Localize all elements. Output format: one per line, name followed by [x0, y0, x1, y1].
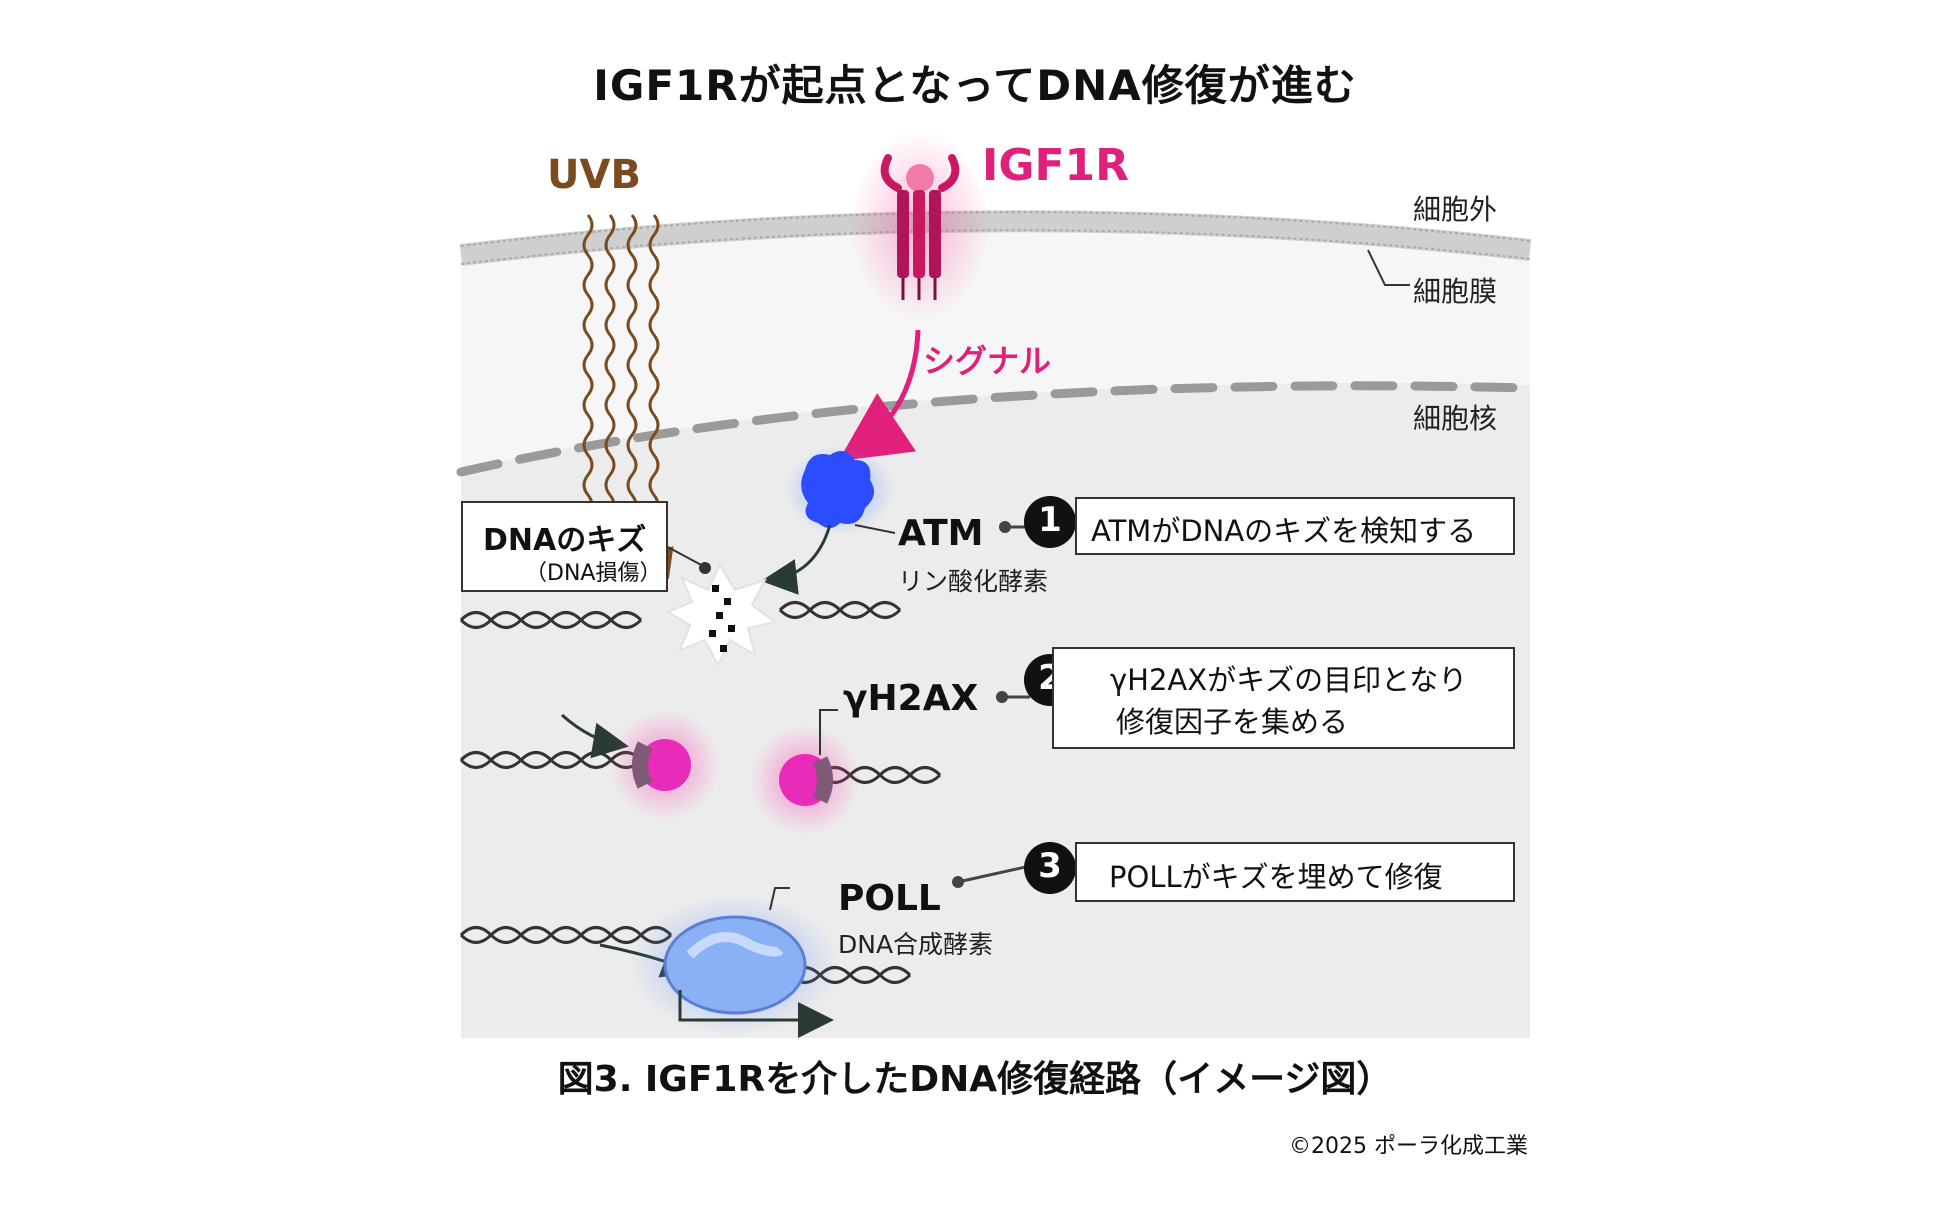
igf1r-receptor: [850, 130, 990, 320]
nuclear-envelope: [456, 381, 1535, 477]
page-title: IGF1Rが起点となってDNA修復が進む: [593, 61, 1357, 110]
poll-enzyme: [630, 895, 840, 1035]
step-number-3: 3: [1038, 846, 1062, 886]
atm-to-damage-arrow: [761, 524, 832, 595]
cell-membrane: [459, 210, 1532, 266]
nucleus-label: 細胞核: [1413, 402, 1498, 435]
dna-strand-1: [459, 601, 902, 629]
dna-damage-burst: [665, 562, 778, 668]
step-text-2-line2: 修復因子を集める: [1116, 705, 1349, 739]
atm-protein: [785, 445, 895, 535]
damage-leader: [663, 544, 706, 568]
poll-sublabel: DNA合成酵素: [838, 930, 994, 959]
atm-label: ATM: [898, 513, 984, 554]
extracellular-label: 細胞外: [1413, 193, 1498, 226]
atm-sublabel: リン酸化酵素: [898, 567, 1049, 596]
signal-label: シグナル: [923, 342, 1052, 380]
membrane-leader: [1367, 249, 1410, 286]
poll-label: POLL: [838, 878, 941, 919]
step-circle-3: [1024, 842, 1076, 894]
gh2ax-leader: [819, 709, 838, 755]
step-text-3: POLLがキズを埋めて修復: [1109, 860, 1443, 894]
gh2ax-label: γH2AX: [843, 678, 979, 719]
gh2ax-nucleosome-1: [610, 710, 720, 820]
gh2ax-nucleosome-2: [750, 725, 860, 835]
step-number-1: 1: [1038, 500, 1062, 540]
step-box-3: POLLがキズを埋めて修復: [1075, 842, 1515, 902]
membrane-label: 細胞膜: [1413, 275, 1498, 308]
figure-caption: 図3. IGF1Rを介したDNA修復経路（イメージ図）: [557, 1059, 1393, 1100]
synthesis-arrow: [678, 990, 834, 1038]
step-text-2-line1: γH2AXがキズの目印となり: [1110, 663, 1468, 697]
step-circle-1: [1024, 496, 1076, 548]
uvb-label: UVB: [547, 152, 641, 198]
uvb-rays: [575, 214, 674, 580]
signal-arrow: [838, 329, 921, 462]
igf1r-label: IGF1R: [982, 140, 1130, 191]
step-box-2: γH2AXがキズの目印となり 修復因子を集める: [1052, 647, 1515, 749]
dna-damage-box: DNAのキズ （DNA損傷）: [461, 501, 668, 592]
dna-damage-sublabel: （DNA損傷）: [525, 561, 662, 586]
dna-damage-label: DNAのキズ: [483, 523, 647, 558]
step-text-1: ATMがDNAのキズを検知する: [1091, 514, 1477, 548]
copyright: ©2025 ポーラ化成工業: [1289, 1134, 1528, 1159]
atm-label-leader: [854, 524, 896, 534]
poll-leader: [769, 887, 790, 911]
step-box-1: ATMがDNAのキズを検知する: [1075, 497, 1515, 555]
